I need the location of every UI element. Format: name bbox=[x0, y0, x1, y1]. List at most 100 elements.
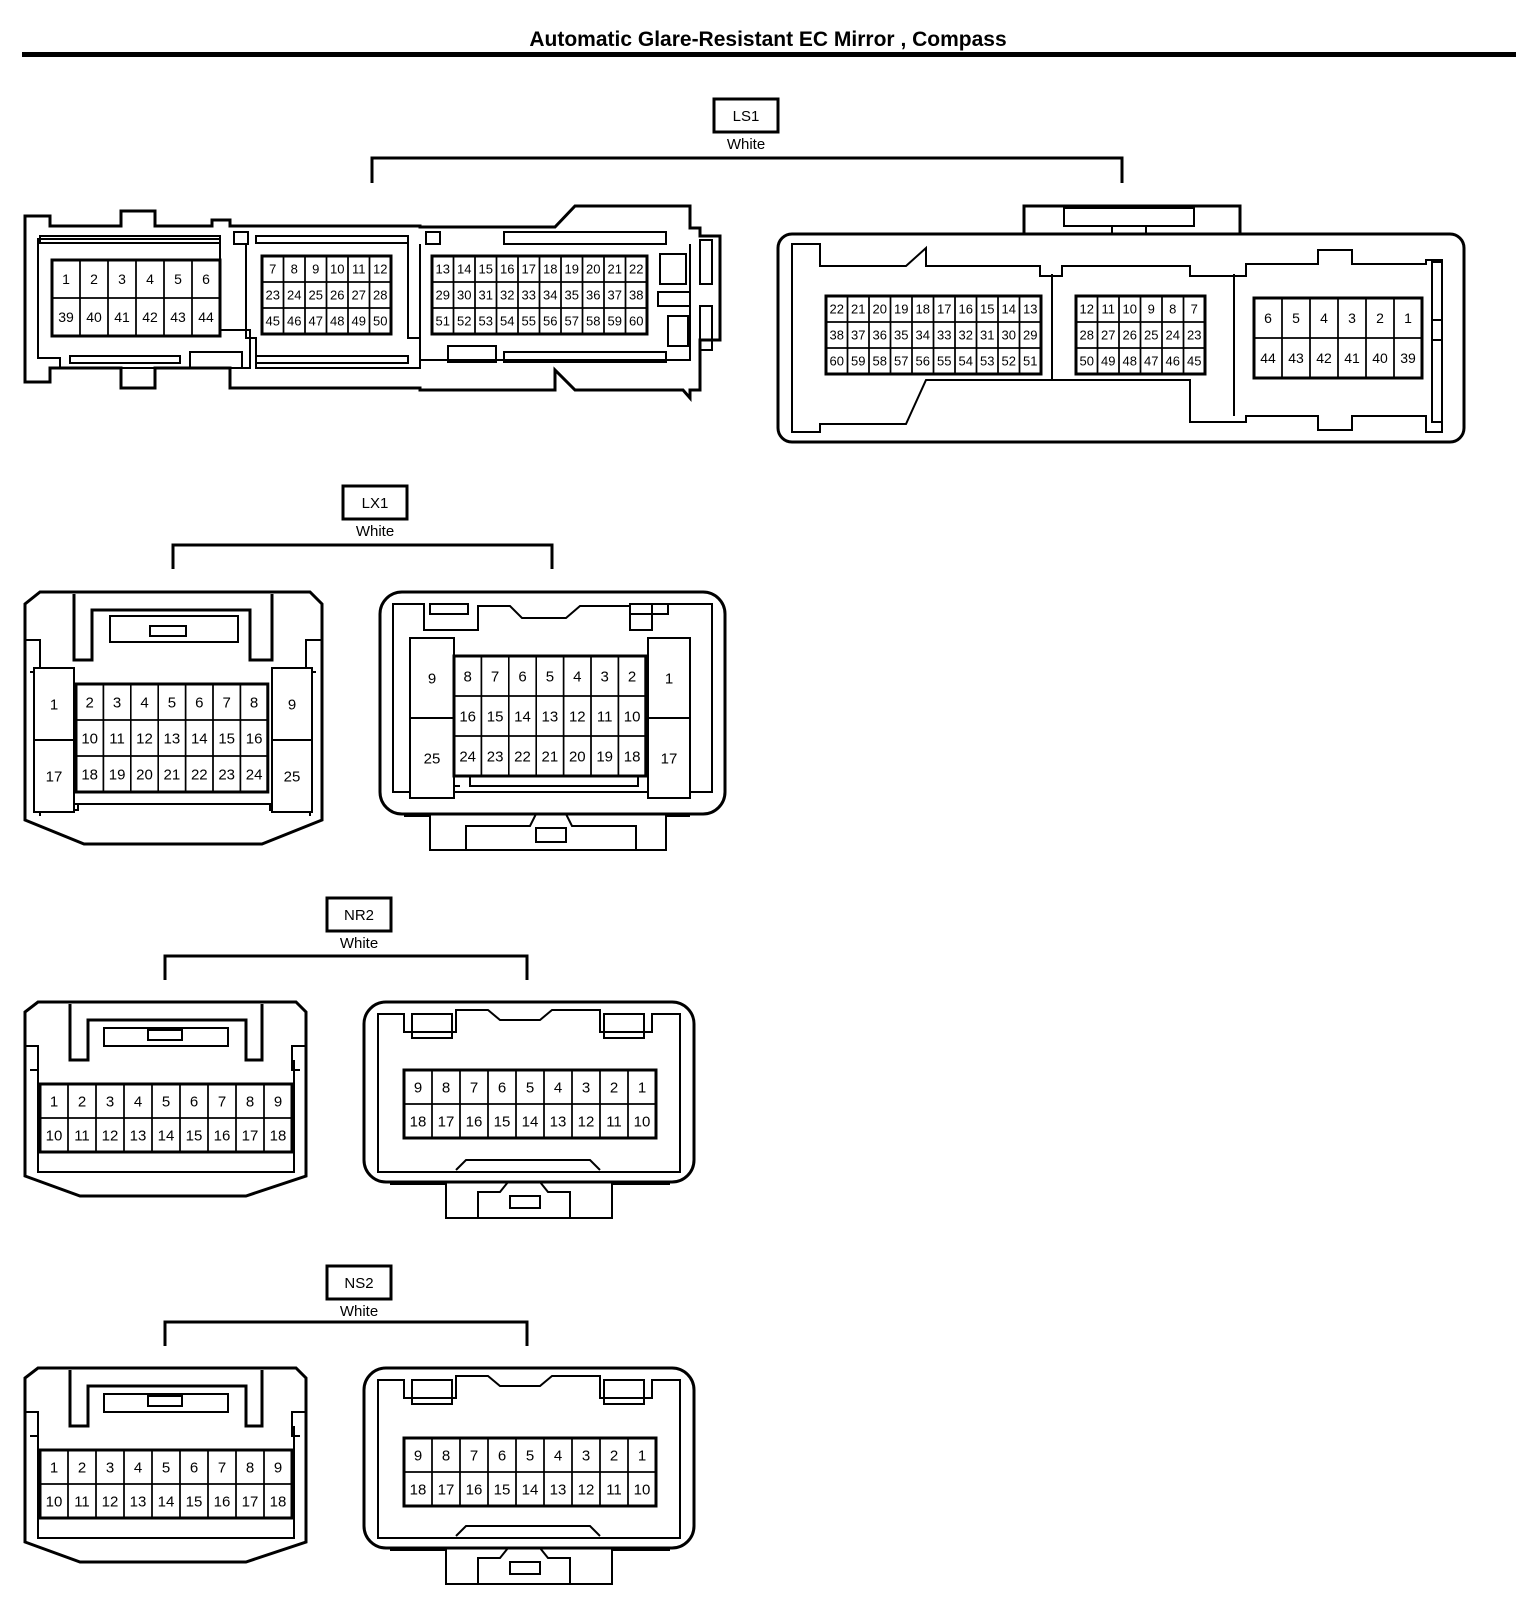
pin-number: 22 bbox=[830, 302, 844, 317]
pin-number: 5 bbox=[174, 271, 182, 287]
pin-number: 17 bbox=[937, 302, 951, 317]
pin-number: 18 bbox=[543, 262, 557, 277]
pin-cell bbox=[1182, 347, 1206, 375]
connector-id-label: NS2 bbox=[344, 1275, 373, 1292]
connector-id-box bbox=[341, 484, 409, 521]
pin-number: 5 bbox=[162, 1093, 170, 1110]
pin-number: 32 bbox=[959, 328, 973, 343]
pin-number: 45 bbox=[266, 314, 280, 329]
pin-number: 25 bbox=[309, 288, 323, 303]
pin-number: 1 bbox=[665, 670, 673, 687]
pin-number: 22 bbox=[514, 748, 531, 765]
pin-number: 44 bbox=[1260, 350, 1276, 366]
pin-number: 16 bbox=[214, 1127, 231, 1144]
pin-number: 4 bbox=[554, 1447, 562, 1464]
pin-cell bbox=[368, 307, 392, 335]
pin-number: 16 bbox=[466, 1113, 483, 1130]
pin-number: 12 bbox=[578, 1481, 595, 1498]
pin-number: 16 bbox=[500, 262, 514, 277]
pin-number: 1 bbox=[62, 271, 70, 287]
pin-number: 40 bbox=[1372, 350, 1388, 366]
pin-number: 28 bbox=[1080, 328, 1094, 343]
connector-bracket bbox=[370, 156, 1124, 183]
pin-number: 7 bbox=[218, 1459, 226, 1476]
pin-number: 6 bbox=[195, 694, 203, 711]
pin-number: 8 bbox=[442, 1079, 450, 1096]
pin-number: 6 bbox=[498, 1447, 506, 1464]
pin-number: 47 bbox=[1144, 354, 1158, 369]
pin-number: 45 bbox=[1187, 354, 1201, 369]
pin-number: 42 bbox=[142, 309, 158, 325]
pin-number: 58 bbox=[586, 314, 600, 329]
connector-bracket bbox=[171, 543, 554, 569]
pin-number: 29 bbox=[436, 288, 450, 303]
pin-number: 17 bbox=[661, 750, 678, 767]
pin-number: 4 bbox=[146, 271, 154, 287]
pin-number: 21 bbox=[851, 302, 865, 317]
pin-number: 12 bbox=[102, 1127, 119, 1144]
pin-number: 11 bbox=[109, 730, 125, 747]
pin-number: 58 bbox=[873, 354, 887, 369]
pin-number: 33 bbox=[937, 328, 951, 343]
pin-number: 12 bbox=[569, 708, 586, 725]
pin-number: 15 bbox=[980, 302, 994, 317]
pin-number: 14 bbox=[191, 730, 208, 747]
pin-number: 53 bbox=[980, 354, 994, 369]
pin-cell bbox=[409, 717, 455, 799]
pin-number: 3 bbox=[1348, 310, 1356, 326]
pin-number: 30 bbox=[457, 288, 471, 303]
pin-side-column: 925 bbox=[271, 667, 313, 813]
pin-number: 9 bbox=[1148, 302, 1155, 317]
pin-number: 20 bbox=[873, 302, 887, 317]
pin-cell bbox=[1393, 337, 1423, 379]
pin-number: 60 bbox=[629, 314, 643, 329]
pin-number: 18 bbox=[624, 748, 641, 765]
pin-number: 10 bbox=[81, 730, 98, 747]
pin-number: 3 bbox=[582, 1447, 590, 1464]
pin-number: 4 bbox=[554, 1079, 562, 1096]
pin-cell bbox=[617, 735, 647, 777]
pin-cell bbox=[271, 667, 313, 741]
pin-number: 27 bbox=[352, 288, 366, 303]
pin-number: 13 bbox=[542, 708, 559, 725]
title-rule bbox=[22, 52, 1516, 57]
pin-number: 27 bbox=[1101, 328, 1115, 343]
pin-number: 29 bbox=[1023, 328, 1037, 343]
pin-number: 5 bbox=[546, 668, 554, 685]
pin-number: 39 bbox=[58, 309, 74, 325]
connector-id-label: LS1 bbox=[733, 108, 760, 125]
pin-number: 19 bbox=[109, 766, 126, 783]
pin-number: 8 bbox=[291, 262, 298, 277]
pin-number: 10 bbox=[634, 1113, 651, 1130]
pin-cell bbox=[627, 1103, 657, 1139]
pin-number: 11 bbox=[606, 1481, 622, 1498]
pin-cell bbox=[627, 1471, 657, 1507]
pin-number: 42 bbox=[1316, 350, 1332, 366]
pin-number: 24 bbox=[459, 748, 476, 765]
connector-color-label: White bbox=[340, 935, 378, 952]
pin-number: 48 bbox=[330, 314, 344, 329]
pin-number: 20 bbox=[569, 748, 586, 765]
pin-number: 4 bbox=[134, 1459, 142, 1476]
pin-number: 3 bbox=[118, 271, 126, 287]
connector-bracket bbox=[163, 954, 529, 980]
pin-number: 57 bbox=[565, 314, 579, 329]
pin-number: 24 bbox=[1166, 328, 1180, 343]
pin-number: 1 bbox=[638, 1447, 646, 1464]
pin-number: 18 bbox=[410, 1481, 427, 1498]
pin-number: 25 bbox=[424, 750, 441, 767]
pin-number: 25 bbox=[284, 768, 301, 785]
pin-number: 23 bbox=[218, 766, 235, 783]
pin-number: 13 bbox=[550, 1481, 567, 1498]
page-title: Automatic Glare-Resistant EC Mirror , Co… bbox=[529, 28, 1007, 51]
pin-number: 10 bbox=[624, 708, 641, 725]
pin-number: 34 bbox=[543, 288, 557, 303]
pin-number: 12 bbox=[578, 1113, 595, 1130]
